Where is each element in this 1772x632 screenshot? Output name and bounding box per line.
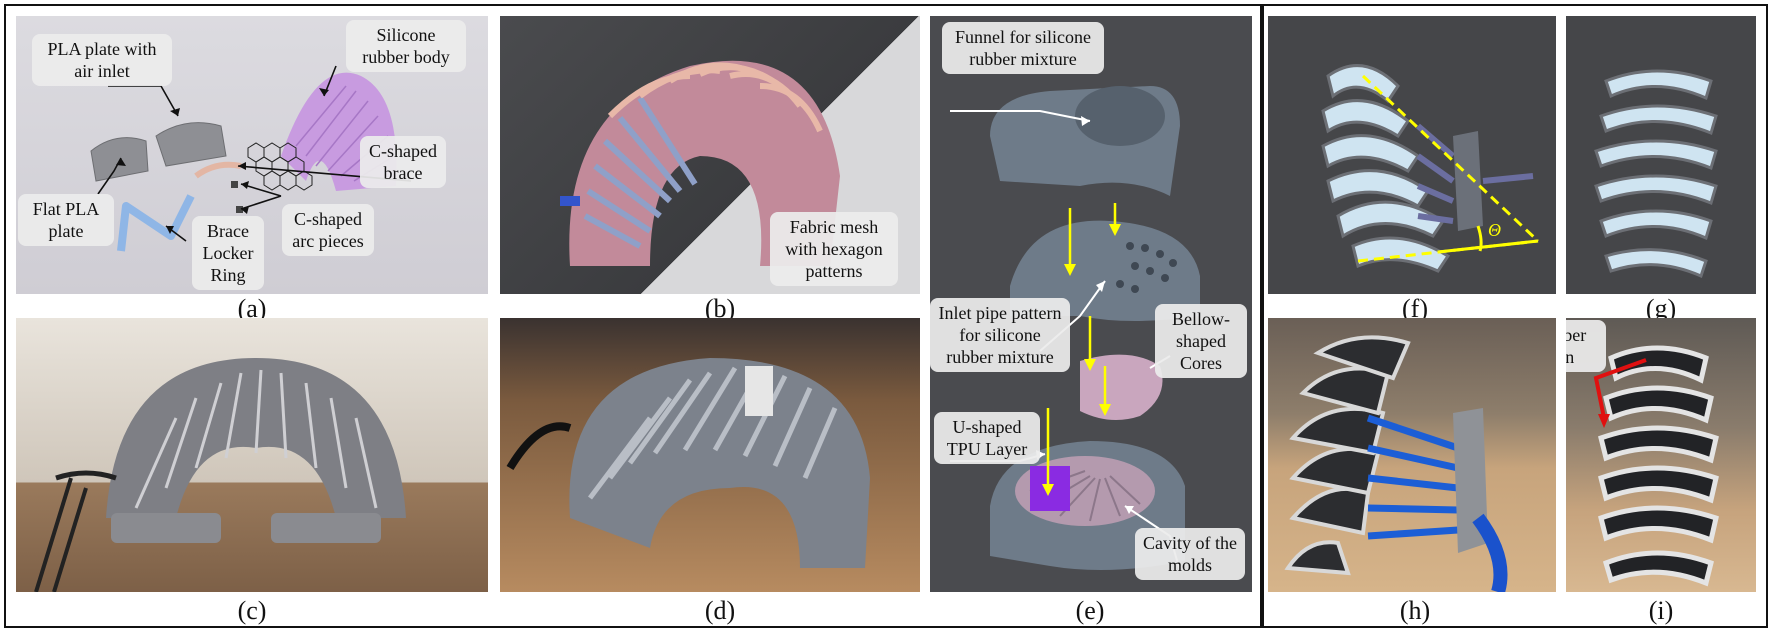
callout-inlet-pipe: Inlet pipe pattern for silicone rubber m…: [930, 298, 1070, 372]
panel-c-photo: [16, 318, 488, 592]
callout-pla-plate-air-inlet: PLA plate with air inlet: [32, 34, 172, 86]
panel-f-render: Θ: [1268, 16, 1556, 294]
callout-u-shaped-tpu: U-shaped TPU Layer: [934, 412, 1040, 464]
theta-angle-label: Θ: [1488, 220, 1501, 240]
panel-label-e: (e): [1075, 596, 1105, 625]
panel-i-graphic: [1593, 345, 1719, 587]
callout-cavity: Cavity of the molds: [1135, 528, 1245, 580]
callout-silicone-strip: Silicone rubber strip pattern: [1566, 320, 1606, 372]
callout-c-shaped-arc-pieces: C-shaped arc pieces: [282, 204, 374, 256]
panel-g-graphic: [1594, 69, 1718, 279]
panel-c-graphic: [34, 358, 406, 592]
panel-f-graphic: Θ: [1321, 64, 1540, 273]
right-figure-frame: [1262, 4, 1768, 628]
callout-fabric-mesh: Fabric mesh with hexagon patterns: [770, 212, 898, 286]
panel-label-h: (h): [1399, 596, 1431, 625]
panel-d-graphic: [506, 358, 870, 568]
panel-label-d: (d): [704, 596, 736, 625]
callout-c-shaped-brace: C-shaped brace: [360, 136, 446, 188]
callout-brace-locker-ring: Brace Locker Ring: [192, 216, 264, 290]
c-brace-shape: [194, 161, 242, 179]
panel-h-graphic: [1284, 335, 1508, 592]
panel-d-photo: [500, 318, 920, 592]
callout-bellow-cores: Bellow-shaped Cores: [1155, 304, 1247, 378]
callout-funnel: Funnel for silicone rubber mixture: [942, 22, 1104, 74]
panel-e-mold-render: Funnel for silicone rubber mixture Inlet…: [930, 16, 1252, 592]
panel-b-render: Fabric mesh with hexagon patterns: [500, 16, 920, 294]
pla-plate-air-inlet-shape: [155, 122, 227, 167]
panel-h-photo: [1268, 318, 1556, 592]
panel-a-exploded-render: PLA plate with air inlet Silicone rubber…: [16, 16, 488, 294]
panel-i-photo: Silicone rubber strip pattern: [1566, 318, 1756, 592]
panel-g-render: [1566, 16, 1756, 294]
left-figure-frame: [4, 4, 1262, 628]
callout-flat-pla-plate: Flat PLA plate: [18, 194, 114, 246]
brace-locker-ring-shape: [117, 194, 195, 252]
panel-label-c: (c): [237, 596, 267, 625]
callout-silicone-body: Silicone rubber body: [346, 20, 466, 72]
panel-label-i: (i): [1648, 596, 1674, 625]
